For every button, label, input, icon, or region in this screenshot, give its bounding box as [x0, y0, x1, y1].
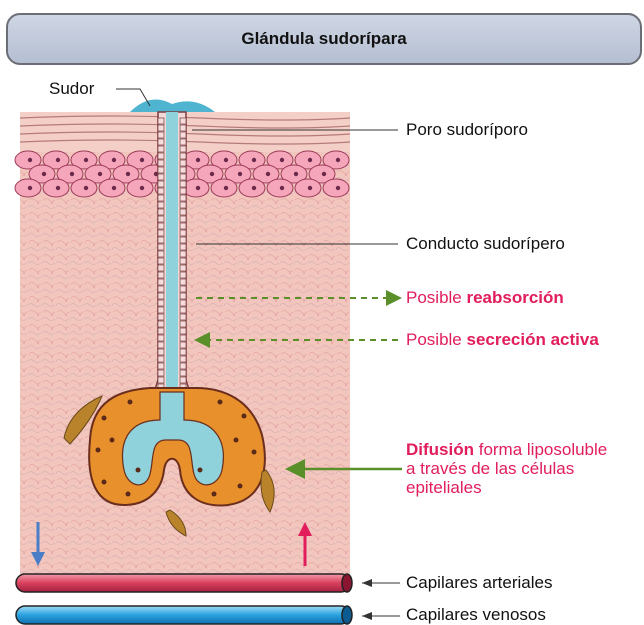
venous-capillary — [16, 606, 352, 624]
sweat-droplet — [130, 100, 215, 113]
label-secrecion: Posible secreción activa — [406, 330, 599, 350]
label-reabsorcion: Posible reabsorción — [406, 288, 564, 308]
label-difusion: Difusión forma liposoluble a través de l… — [406, 440, 607, 497]
label-sudor: Sudor — [49, 79, 94, 99]
label-capilares-venosos: Capilares venosos — [406, 605, 546, 625]
arterial-capillary — [16, 574, 352, 592]
label-poro: Poro sudoríporo — [406, 120, 528, 140]
label-conducto: Conducto sudorípero — [406, 234, 565, 254]
label-capilares-arteriales: Capilares arteriales — [406, 573, 552, 593]
